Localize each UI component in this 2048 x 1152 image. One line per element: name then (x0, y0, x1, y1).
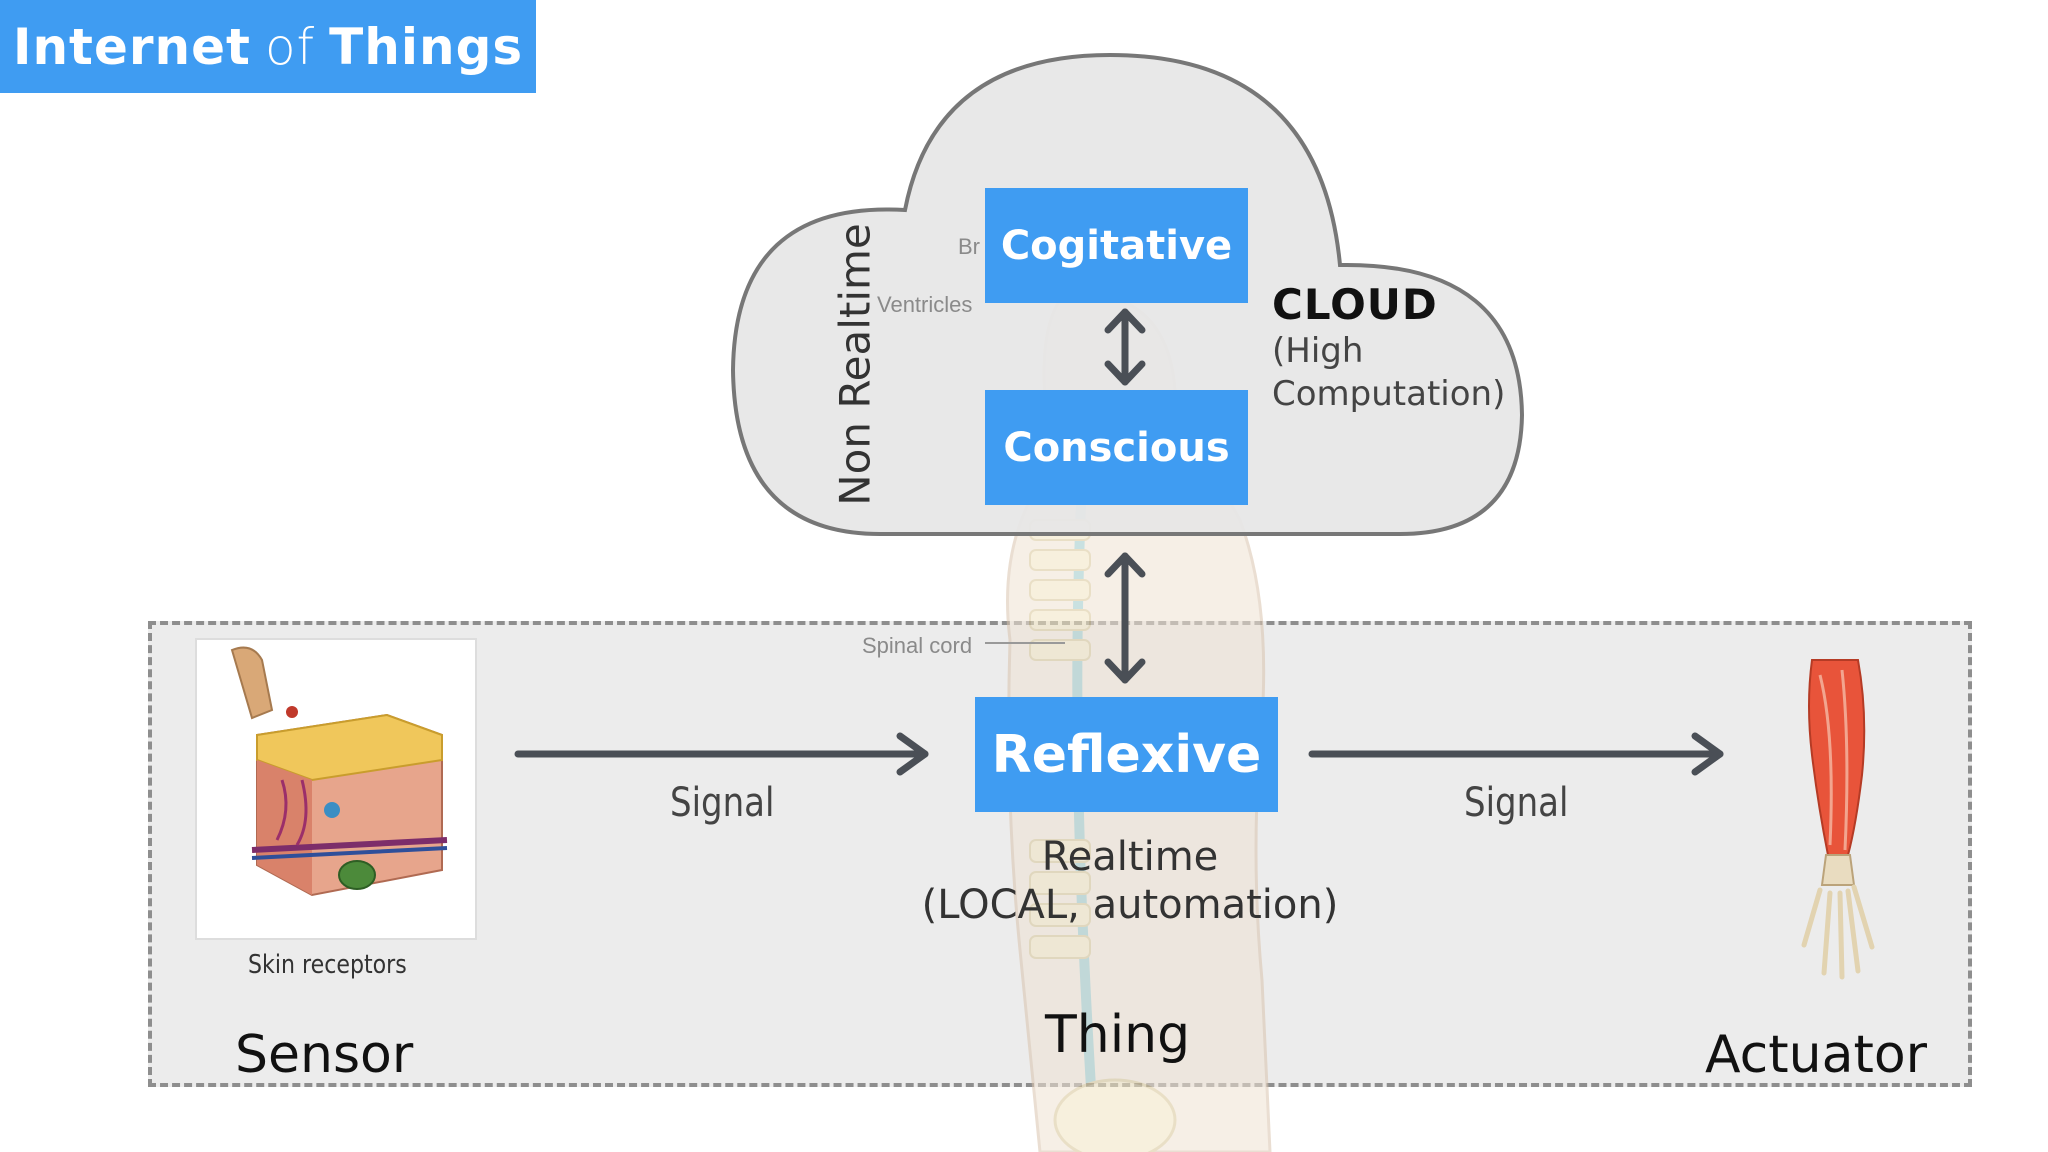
realtime-line2: (LOCAL, automation) (921, 882, 1339, 928)
forearm-image (1790, 655, 1885, 985)
right-arrow-icon (514, 732, 929, 776)
double-arrow-icon (1104, 308, 1146, 386)
thing-label: Thing (1045, 1005, 1191, 1065)
signal-label-right: Signal (1464, 780, 1569, 826)
realtime-label: Realtime (LOCAL, automation) (900, 833, 1360, 929)
non-realtime-label: Non Realtime (830, 223, 880, 506)
skin-receptors-icon (230, 646, 448, 897)
title-word-of: of (264, 17, 316, 76)
cloud-sublabel: (High Computation) (1272, 330, 1505, 416)
right-arrow-icon (1308, 732, 1724, 776)
actuator-label: Actuator (1705, 1025, 1928, 1085)
page-title: Internet of Things (0, 0, 536, 93)
cogitative-box: Cogitative (985, 188, 1248, 303)
double-arrow-icon (1104, 552, 1146, 684)
sensor-label: Sensor (235, 1025, 414, 1085)
reflexive-box: Reflexive (975, 697, 1278, 812)
realtime-line1: Realtime (1041, 834, 1219, 880)
conscious-box: Conscious (985, 390, 1248, 505)
cloud-sublabel-line2: Computation) (1272, 374, 1506, 414)
anatomy-label-ventricles: Ventricles (877, 292, 973, 317)
title-word-internet: Internet (12, 17, 251, 76)
title-word-things: Things (329, 17, 524, 76)
cloud-sublabel-line1: (High (1272, 331, 1364, 371)
signal-label-left: Signal (670, 780, 775, 826)
forearm-icon (1801, 659, 1875, 980)
anatomy-label-brain: Br (958, 234, 980, 259)
cloud-label: CLOUD (1272, 280, 1438, 329)
skin-receptors-image (195, 638, 477, 940)
anatomy-label-spinal-cord: Spinal cord (862, 633, 973, 658)
skin-receptors-caption: Skin receptors (248, 950, 407, 980)
